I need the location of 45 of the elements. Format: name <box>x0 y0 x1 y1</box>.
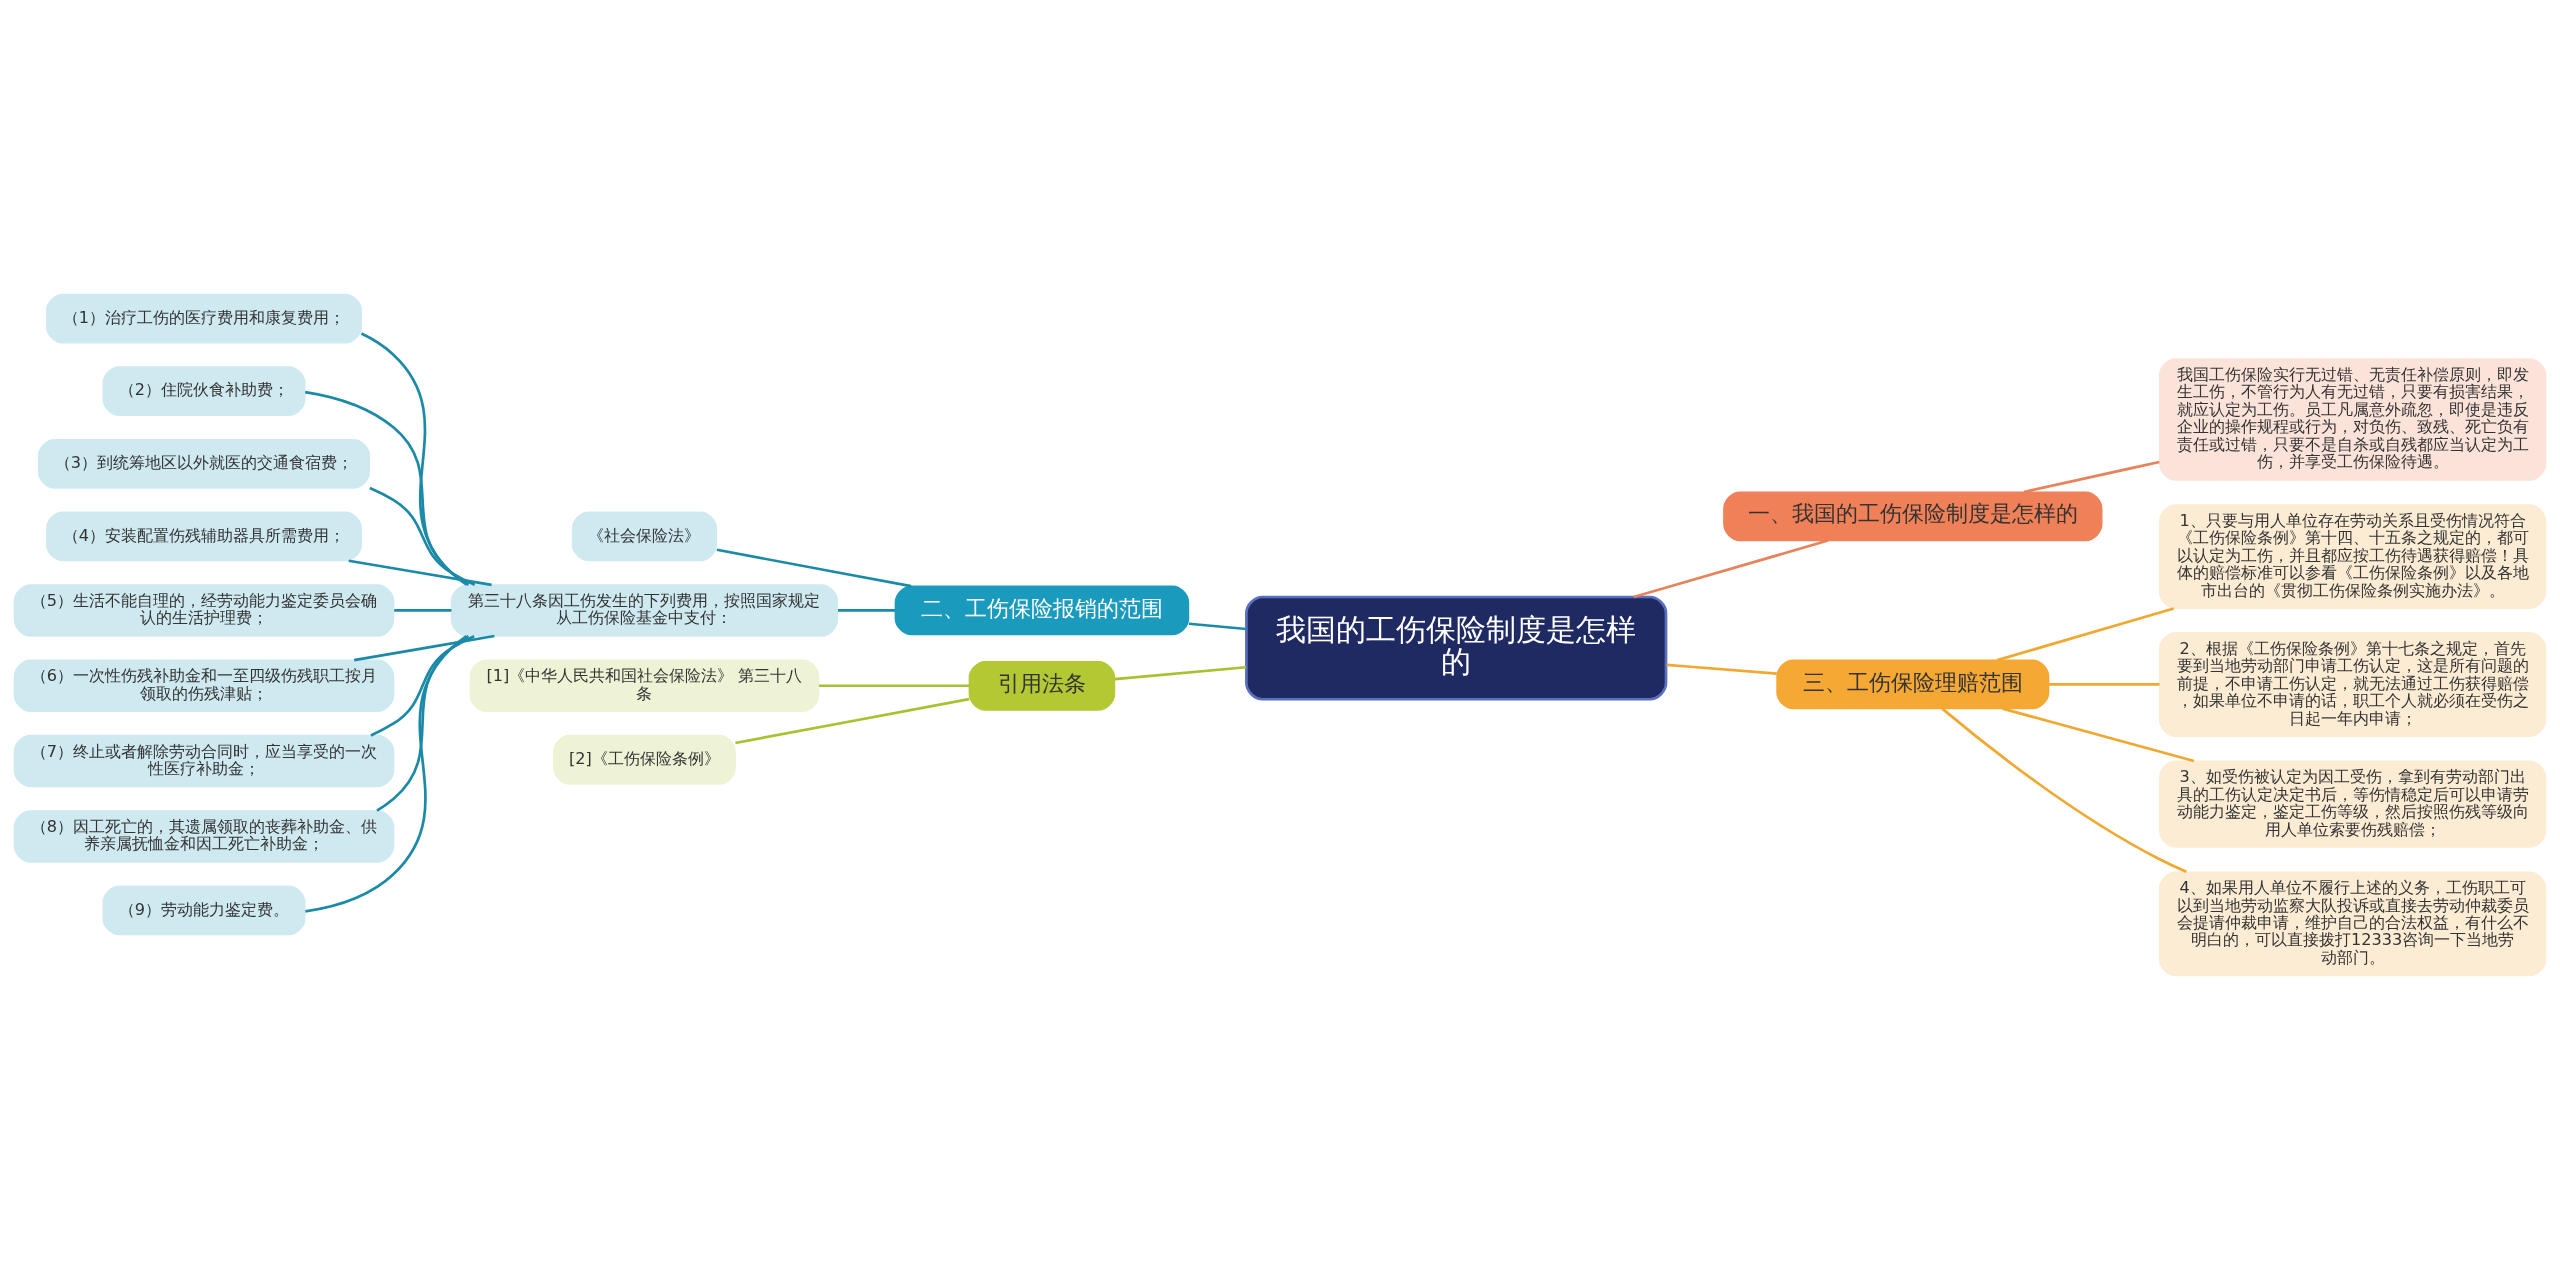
node-box: 4、如果用人单位不履行上述的义务，工伤职工可以到当地劳动监察大队投诉或直接去劳动仲裁委员会提请仲裁申请，维护自己的合法权益，有什么不明白的，可以直接拨打12333咨询一下当地劳动部门。 <box>2158 871 2547 977</box>
node-box: （3）到统筹地区以外就医的交通食宿费； <box>37 438 371 489</box>
connector <box>370 634 475 737</box>
connector <box>735 697 970 745</box>
node-box: 三、工伤保险理赔范围 <box>1776 659 2050 710</box>
node-box: （2）住院伙食补助费； <box>102 366 306 417</box>
connector <box>2048 683 2160 686</box>
node-box: （6）一次性伤残补助金和一至四级伤残职工按月领取的伤残津贴； <box>13 659 395 712</box>
node-box: （1）治疗工伤的医疗费用和康复费用； <box>45 293 363 344</box>
connector <box>838 609 896 612</box>
connector <box>369 486 476 586</box>
connector <box>2023 460 2160 494</box>
node-box: 一、我国的工伤保险制度是怎样的 <box>1723 491 2103 542</box>
node-box: 二、工伤保险报销的范围 <box>894 585 1190 636</box>
node-box: （5）生活不能自理的，经劳动能力鉴定委员会确认的生活护理费； <box>13 584 395 637</box>
connector <box>1941 707 2187 874</box>
connector <box>360 332 468 586</box>
node-box: 《社会保险法》 <box>571 511 718 562</box>
node-box: 我国的工伤保险制度是怎样的 <box>1245 595 1668 701</box>
node-box: 1、只要与用人单位存在劳动关系且受伤情况符合《工伤保险条例》第十四、十五条之规定的，都可以认定为工伤，并且都应按工伤待遇获得赔偿！具体的赔偿标准可以参看《工伤保险条例》以及各地市出台的《贯彻工伤保险条例实施办法》。 <box>2158 504 2547 610</box>
node-box: [1]《中华人民共和国社会保险法》 第三十八条 <box>469 659 820 712</box>
node-box: （8）因工死亡的，其遗属领取的丧葬补助金、供养亲属抚恤金和因工死亡补助金； <box>13 810 395 863</box>
connector <box>1997 607 2175 662</box>
connector <box>305 635 468 913</box>
connector <box>376 634 470 812</box>
connector <box>305 390 470 586</box>
connector <box>348 559 492 587</box>
connector <box>353 634 495 662</box>
node-box: （4）安装配置伤残辅助器具所需费用； <box>45 511 363 562</box>
node-box: [2]《工伤保险条例》 <box>553 734 736 785</box>
node-box: 2、根据《工伤保险条例》第十七条之规定，首先要到当地劳动部门申请工伤认定，这是所有问题的前提，不申请工伤认定，就无法通过工伤获得赔偿，如果单位不申请的话，职工个人就必须在受伤之日起一年内申请； <box>2158 632 2547 737</box>
node-box: 引用法条 <box>968 660 1116 711</box>
connector <box>819 684 970 688</box>
connector <box>394 609 452 612</box>
connector <box>716 548 912 588</box>
node-box: （9）劳动能力鉴定费。 <box>102 885 306 936</box>
node-box: 我国工伤保险实行无过错、无责任补偿原则，即发生工伤，不管行为人有无过错，只要有损害结果，就应认定为工伤。员工凡属意外疏忽，即使是违反企业的操作规程或行为，对负伤、致残、死亡负有责任或过错，只要不是自杀或自残都应当认定为工伤，并享受工伤保险待遇。 <box>2158 358 2547 481</box>
node-box: 3、如受伤被认定为因工受伤，拿到有劳动部门出具的工伤认定决定书后，等伤情稳定后可以申请劳动能力鉴定，鉴定工伤等级，然后按照伤残等级向用人单位索要伤残赔偿； <box>2158 760 2547 848</box>
node-box: （7）终止或者解除劳动合同时，应当享受的一次性医疗补助金； <box>13 734 395 788</box>
connector <box>1633 539 1829 599</box>
connector <box>1114 665 1247 681</box>
node-box: 第三十八条因工伤发生的下列费用，按照国家规定从工伤保险基金中支付： <box>450 584 839 637</box>
connector <box>1188 622 1247 631</box>
connector <box>1666 663 1777 675</box>
connector <box>2002 707 2195 763</box>
